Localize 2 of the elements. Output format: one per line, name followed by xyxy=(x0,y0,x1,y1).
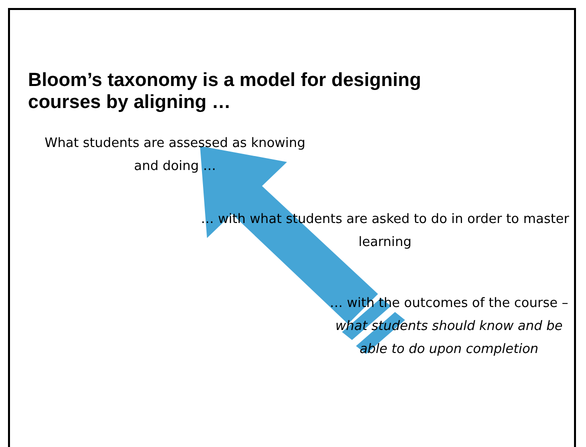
slide-text: What students are assessed as knowing and doing … xyxy=(44,135,306,176)
slide-title: Bloom’s taxonomy is a model for designing courses by aligning … xyxy=(28,70,422,114)
